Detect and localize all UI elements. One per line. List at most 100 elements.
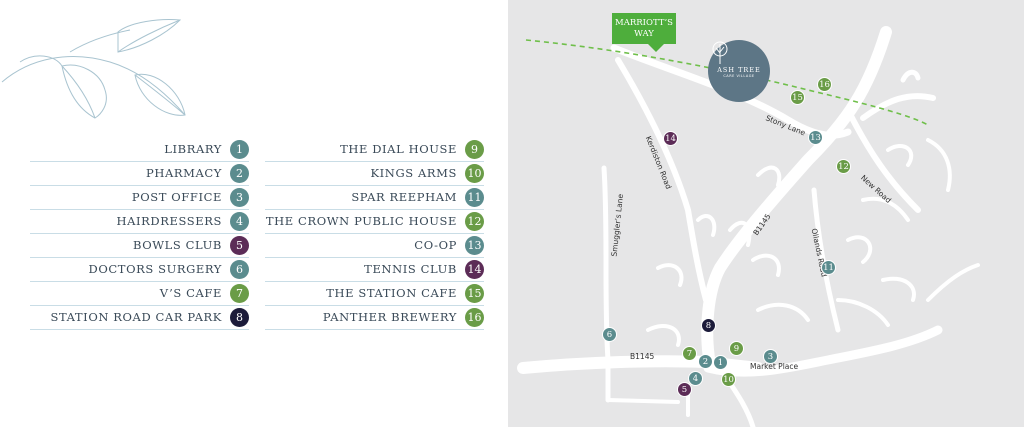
map-marker-15[interactable]: 15 <box>790 90 805 105</box>
legend-row[interactable]: PANTHER BREWERY 16 <box>265 305 484 330</box>
legend-row[interactable]: POST OFFICE 3 <box>30 185 249 210</box>
legend-label: DOCTORS SURGERY <box>88 262 222 276</box>
legend-row[interactable]: STATION ROAD CAR PARK 8 <box>30 305 249 330</box>
legend-number-badge: 6 <box>230 259 249 279</box>
map-marker-2[interactable]: 2 <box>698 354 713 369</box>
road-side-11 <box>646 324 681 347</box>
road-ne-loop <box>900 69 921 83</box>
map-marker-9[interactable]: 9 <box>729 341 744 356</box>
road-side-4 <box>696 214 717 237</box>
road-south-a <box>725 377 756 427</box>
road-side-3 <box>751 253 781 277</box>
road-side-1 <box>756 165 782 187</box>
legend-number-badge: 5 <box>230 235 249 255</box>
road-label-market-place: Market Place <box>750 362 799 371</box>
road-new-road <box>845 107 921 213</box>
legend-number-badge: 14 <box>465 259 484 279</box>
legend-number-badge: 16 <box>465 307 484 327</box>
legend-label: POST OFFICE <box>131 190 222 204</box>
legend-label: THE STATION CAFE <box>326 286 457 300</box>
logo-subtitle: CARE VILLAGE <box>723 74 755 78</box>
legend-label: PANTHER BREWERY <box>322 310 457 324</box>
road-east-cross <box>926 263 980 302</box>
road-side-10 <box>756 302 810 322</box>
legend-row[interactable]: LIBRARY 1 <box>30 137 249 162</box>
map-marker-5[interactable]: 5 <box>677 382 692 397</box>
legend-number-badge: 8 <box>230 307 249 327</box>
legend-number-badge: 11 <box>465 187 484 207</box>
road-side-12 <box>656 263 684 287</box>
map-marker-10[interactable]: 10 <box>721 372 736 387</box>
legend-label: PHARMACY <box>145 166 222 180</box>
map-marker-8[interactable]: 8 <box>701 318 716 333</box>
legend-number-badge: 12 <box>465 211 484 231</box>
legend-label: LIBRARY <box>164 142 222 156</box>
legend-label: THE CROWN PUBLIC HOUSE <box>265 214 457 228</box>
tree-icon <box>712 41 728 64</box>
map-marker-12[interactable]: 12 <box>836 159 851 174</box>
legend-number-badge: 13 <box>465 235 484 255</box>
area-map[interactable]: MARRIOTT’S WAY ASH TREE CARE VILLAGE Sto… <box>508 0 1024 427</box>
map-marker-14[interactable]: 14 <box>663 131 678 146</box>
legend-label: STATION ROAD CAR PARK <box>50 310 222 324</box>
legend-row[interactable]: DOCTORS SURGERY 6 <box>30 257 249 282</box>
legend-label: CO-OP <box>414 238 457 252</box>
legend-row[interactable]: KINGS ARMS 10 <box>265 161 484 186</box>
road-market-place <box>703 325 943 377</box>
map-marker-4[interactable]: 4 <box>688 371 703 386</box>
road-b1145-west <box>517 355 764 374</box>
road-east-curve <box>926 138 952 192</box>
legend-row[interactable]: SPAR REEPHAM 11 <box>265 185 484 210</box>
road-b1145-north <box>701 26 892 371</box>
map-marker-7[interactable]: 7 <box>682 346 697 361</box>
marriotts-way-label: MARRIOTT’S WAY <box>612 13 676 52</box>
legend-number-badge: 2 <box>230 163 249 183</box>
map-marker-13[interactable]: 13 <box>808 130 823 145</box>
marriotts-way-trail <box>525 39 929 126</box>
map-marker-16[interactable]: 16 <box>817 77 832 92</box>
map-marker-3[interactable]: 3 <box>763 349 778 364</box>
legend-label: V’S CAFE <box>159 286 222 300</box>
legend-number-badge: 9 <box>465 139 484 159</box>
road-side-2 <box>728 220 752 247</box>
road-kerdiston <box>615 57 709 303</box>
road-side-7 <box>886 144 914 167</box>
leaf-illustration <box>1 19 186 119</box>
road-stony-lane <box>610 44 852 139</box>
legend-label: KINGS ARMS <box>370 166 457 180</box>
legend-row[interactable]: THE STATION CAFE 15 <box>265 281 484 306</box>
road-ne-spur <box>860 93 936 121</box>
legend-number-badge: 4 <box>230 211 249 231</box>
trail-label-line1: MARRIOTT’S <box>615 17 673 28</box>
legend-label: SPAR REEPHAM <box>351 190 457 204</box>
legend-row[interactable]: PHARMACY 2 <box>30 161 249 186</box>
legend-row[interactable]: BOWLS CLUB 5 <box>30 233 249 258</box>
legend-label: TENNIS CLUB <box>364 262 457 276</box>
map-marker-1[interactable]: 1 <box>713 355 728 370</box>
legend-row[interactable]: HAIRDRESSERS 4 <box>30 209 249 234</box>
legend-number-badge: 15 <box>465 283 484 303</box>
road-label-b1145-west: B1145 <box>630 352 655 361</box>
road-side-6 <box>861 196 910 222</box>
legend-label: HAIRDRESSERS <box>116 214 222 228</box>
map-marker-11[interactable]: 11 <box>821 260 836 275</box>
legend-label: THE DIAL HOUSE <box>340 142 457 156</box>
legend-row[interactable]: THE DIAL HOUSE 9 <box>265 137 484 162</box>
road-side-5 <box>846 235 873 264</box>
trail-label-line2: WAY <box>634 28 654 39</box>
legend-row[interactable]: THE CROWN PUBLIC HOUSE 12 <box>265 209 484 234</box>
legend-label: BOWLS CLUB <box>132 238 222 252</box>
map-marker-6[interactable]: 6 <box>602 327 617 342</box>
legend-number-badge: 10 <box>465 163 484 183</box>
legend-row[interactable]: CO-OP 13 <box>265 233 484 258</box>
map-canvas <box>517 26 980 427</box>
legend-row[interactable]: TENNIS CLUB 14 <box>265 257 484 282</box>
logo-title: ASH TREE <box>717 66 761 74</box>
legend-number-badge: 1 <box>230 139 249 159</box>
road-side-8 <box>836 298 890 327</box>
ash-tree-logo[interactable]: ASH TREE CARE VILLAGE <box>708 40 770 102</box>
legend-number-badge: 3 <box>230 187 249 207</box>
road-smugglers <box>601 165 611 403</box>
